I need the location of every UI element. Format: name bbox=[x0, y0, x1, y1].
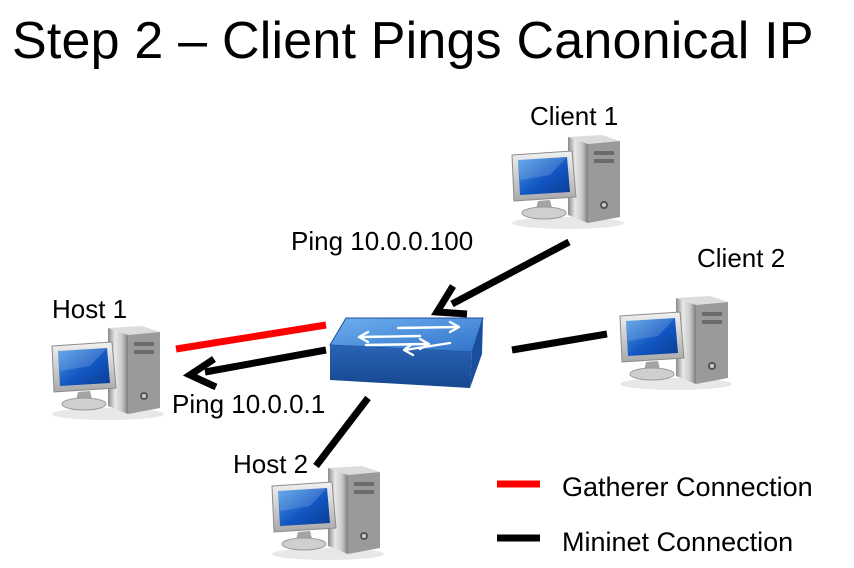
client2-computer-icon bbox=[619, 295, 733, 391]
host1-label: Host 1 bbox=[52, 294, 128, 324]
host2-computer-icon bbox=[271, 465, 385, 561]
ping-client-label: Ping 10.0.0.100 bbox=[291, 226, 474, 256]
edge-switch-host2 bbox=[313, 395, 371, 469]
arrowhead-to-switch bbox=[430, 284, 468, 318]
legend-mininet-label: Mininet Connection bbox=[562, 527, 794, 557]
legend-gatherer-label: Gatherer Connection bbox=[562, 472, 813, 502]
client1-computer-icon bbox=[511, 134, 625, 230]
client1-label: Client 1 bbox=[530, 101, 619, 131]
host1-computer-icon bbox=[51, 325, 165, 421]
ping-host-label: Ping 10.0.0.1 bbox=[172, 389, 326, 419]
edge-switch-client2 bbox=[511, 330, 608, 354]
network-switch-icon bbox=[329, 317, 484, 388]
arrowhead-to-host1 bbox=[182, 356, 218, 391]
edge-client1-switch bbox=[450, 238, 571, 308]
client2-label: Client 2 bbox=[697, 243, 786, 273]
edge-switch-host1 bbox=[204, 346, 327, 376]
host2-label: Host 2 bbox=[233, 449, 309, 479]
page-title: Step 2 – Client Pings Canonical IP bbox=[12, 12, 814, 70]
edge-gatherer-host1 bbox=[175, 321, 327, 353]
